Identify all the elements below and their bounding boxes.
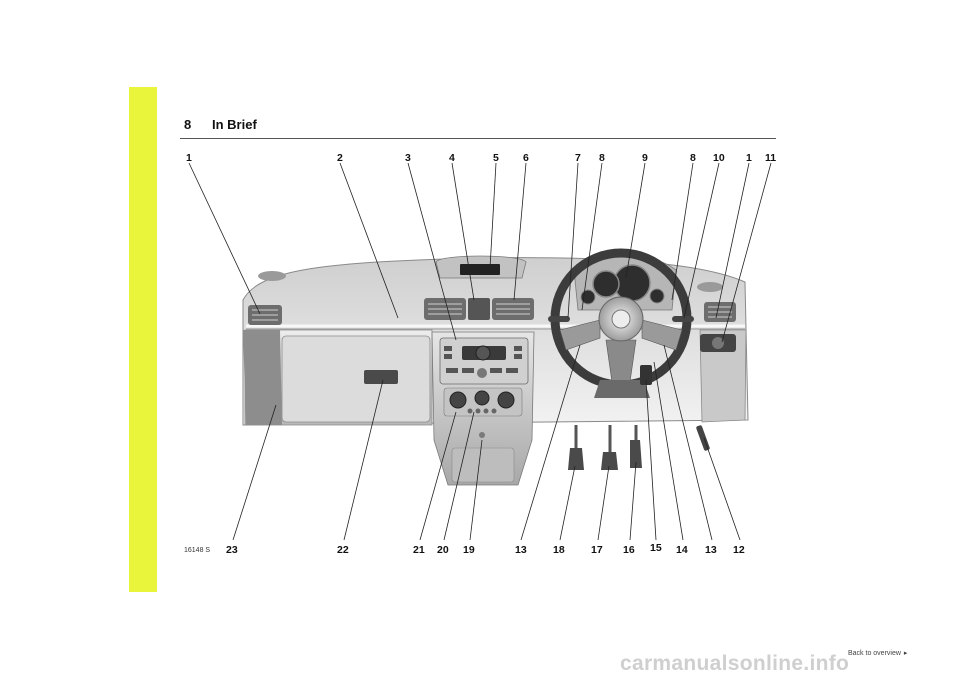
back-to-overview-link[interactable]: Back to overview▸ (848, 649, 907, 657)
callout-top: 1 (746, 152, 752, 164)
callout-bottom: 18 (553, 544, 565, 556)
callout-top: 6 (523, 152, 529, 164)
accelerator-pedal (630, 440, 642, 468)
tachometer (592, 270, 620, 298)
ignition-area (640, 365, 652, 385)
callout-bottom: 13 (515, 544, 527, 556)
callout-bottom: 21 (413, 544, 425, 556)
left-stalk (548, 316, 570, 322)
left-speaker (258, 271, 286, 281)
callout-bottom: 14 (676, 544, 688, 556)
clutch-pedal (568, 448, 584, 470)
brake-pedal (601, 452, 618, 470)
callout-top: 10 (713, 152, 725, 164)
right-stalk (672, 316, 694, 322)
climate-knob-right (497, 391, 515, 409)
bottom-leader-lines (232, 344, 741, 541)
right-speaker (697, 282, 723, 292)
callout-bottom: 12 (733, 544, 745, 556)
callout-top: 9 (642, 152, 648, 164)
callout-top: 1 (186, 152, 192, 164)
callout-bottom: 19 (463, 544, 475, 556)
figure-code: 16148 S (184, 547, 211, 554)
callout-top: 11 (765, 152, 776, 164)
callout-bottom: 23 (226, 544, 238, 556)
section-title: In Brief (212, 117, 257, 132)
callout-bottom: 20 (437, 544, 449, 556)
callout-top: 8 (599, 152, 605, 164)
callout-top: 3 (405, 152, 411, 164)
callout-top: 7 (575, 152, 581, 164)
yellow-sidebar-strip (129, 87, 157, 592)
callout-bottom: 15 (650, 542, 662, 554)
steering-spoke-right (641, 319, 683, 351)
callout-bottom: 17 (591, 544, 603, 556)
top-leader-lines (188, 162, 772, 343)
dashboard-left-end (243, 330, 282, 425)
callout-top: 2 (337, 152, 343, 164)
callout-top: 4 (449, 152, 455, 164)
temp-gauge (649, 288, 665, 304)
steering-spoke-left (559, 319, 601, 351)
callout-bottom: 13 (705, 544, 717, 556)
storage-tray (451, 447, 515, 483)
steering-logo (611, 309, 631, 329)
climate-knob-left (449, 391, 467, 409)
callout-top: 8 (690, 152, 696, 164)
callout-top: 5 (493, 152, 499, 164)
glove-box-handle (364, 370, 398, 384)
watermark: carmanualsonline.info (620, 652, 850, 675)
power-outlet (479, 432, 485, 438)
hazard-switch-block (468, 298, 490, 320)
climate-knob-center (474, 390, 490, 406)
bottom-callouts: 23 22 21 20 19 13 18 17 16 15 14 13 12 (226, 542, 745, 556)
top-callouts: 1 2 3 4 5 6 7 8 9 8 10 1 11 (186, 152, 776, 164)
bonnet-release (696, 425, 710, 451)
radio-knob (475, 345, 491, 361)
header-divider (180, 138, 776, 139)
chevron-right-icon: ▸ (903, 650, 908, 657)
info-display-screen (460, 264, 500, 275)
glove-box (281, 335, 431, 423)
steering-column (594, 380, 650, 398)
back-link-label: Back to overview (848, 650, 901, 657)
dashboard-right-end (699, 329, 747, 423)
page-number: 8 (184, 117, 192, 132)
callout-bottom: 22 (337, 544, 349, 556)
callout-bottom: 16 (623, 544, 635, 556)
